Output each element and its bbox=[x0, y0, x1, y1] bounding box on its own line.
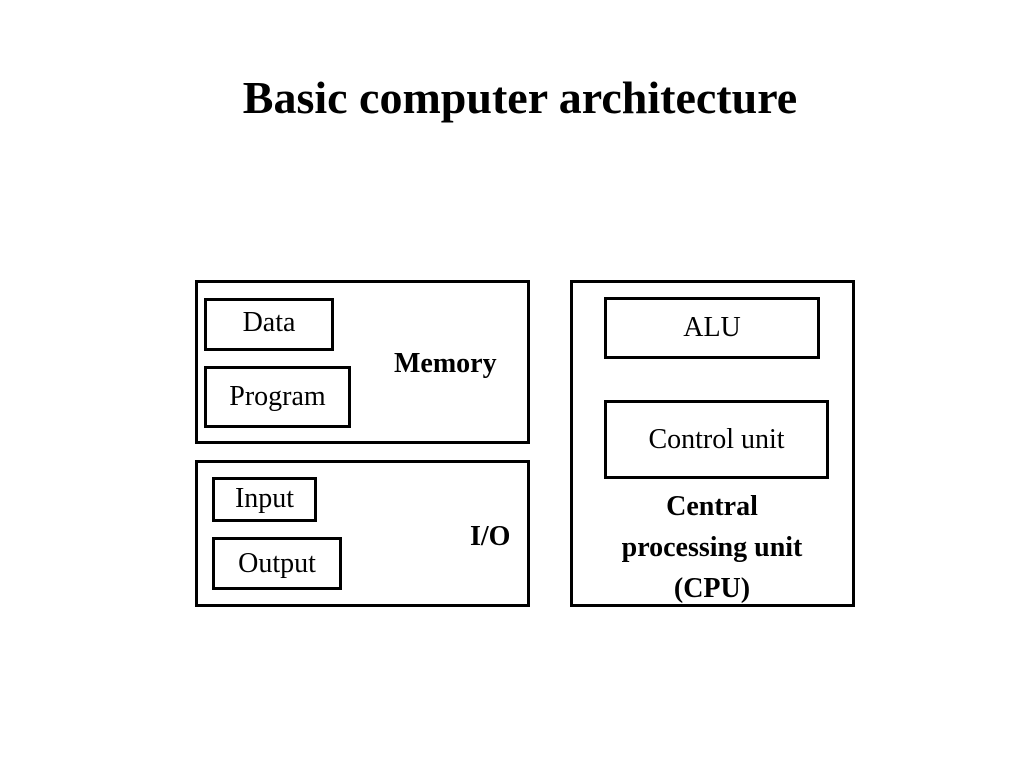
alu-box: ALU bbox=[604, 297, 820, 359]
data-box: Data bbox=[204, 298, 334, 351]
output-box: Output bbox=[212, 537, 342, 590]
input-box: Input bbox=[212, 477, 317, 522]
slide-title: Basic computer architecture bbox=[242, 72, 798, 123]
cpu-label: Central processing unit (CPU) bbox=[582, 486, 842, 609]
cpu-label-line-2: processing unit bbox=[621, 532, 803, 563]
control-unit-box: Control unit bbox=[604, 400, 829, 479]
program-box: Program bbox=[204, 366, 351, 428]
io-label: I/O bbox=[470, 521, 511, 552]
cpu-label-line-1: Central bbox=[666, 491, 758, 522]
memory-label: Memory bbox=[394, 348, 497, 379]
cpu-label-line-3: (CPU) bbox=[673, 573, 751, 604]
